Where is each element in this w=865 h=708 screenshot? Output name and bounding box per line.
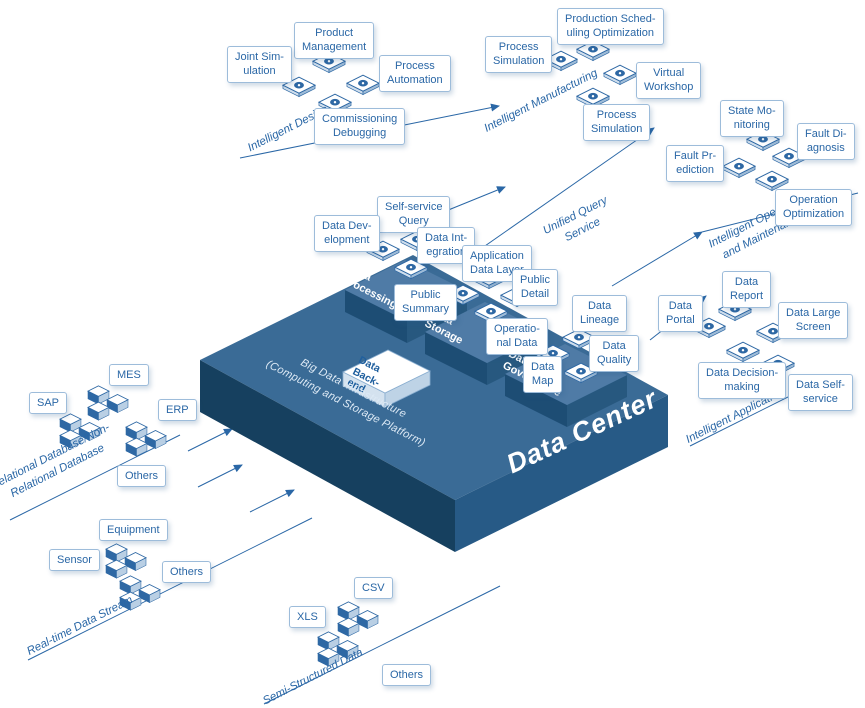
node-data-map: Data Map	[523, 356, 563, 393]
node-public-summary: Public Summary	[394, 284, 458, 321]
node-production-scheduling: Production Sched- uling Optimization	[557, 8, 664, 45]
node-equipment: Equipment	[99, 519, 168, 542]
node-self-service-query: Self-service Query	[377, 196, 451, 233]
node-operational-data: Operatio- nal Data	[486, 318, 548, 355]
node-operation-optimization: Operation Optimization	[775, 189, 853, 226]
node-public-detail: Public Detail	[512, 269, 558, 306]
equipment-cubes-icon	[105, 543, 147, 579]
node-process-simulation-b: Process Simulation	[583, 104, 651, 141]
operation-optimization-icon	[755, 170, 789, 192]
node-others-database: Others	[117, 465, 167, 488]
node-others-realtime: Others	[162, 561, 212, 584]
node-sensor: Sensor	[49, 549, 100, 572]
node-commissioning-debugging: Commissioning Debugging	[314, 108, 406, 145]
node-data-lineage: Data Lineage	[572, 295, 628, 332]
node-data-portal: Data Portal	[658, 295, 703, 332]
erp-cubes-icon	[125, 421, 167, 457]
fault-prediction-icon	[722, 157, 756, 179]
process-automation-icon	[346, 74, 380, 96]
node-data-self-service: Data Self- service	[788, 374, 853, 411]
mes-cubes-icon	[87, 385, 129, 421]
node-xls: XLS	[289, 606, 326, 629]
node-joint-simulation: Joint Sim- ulation	[227, 46, 292, 83]
csv-cubes-icon	[337, 601, 379, 637]
node-others-semistructured: Others	[382, 664, 432, 687]
node-data-quality: Data Quality	[589, 335, 640, 372]
node-process-simulation-a: Process Simulation	[485, 36, 553, 73]
node-data-large-screen: Data Large Screen	[778, 302, 849, 339]
node-data-development: Data Dev- elopment	[314, 215, 380, 252]
node-fault-prediction: Fault Pr- ediction	[666, 145, 725, 182]
data-decision-making-icon	[726, 341, 760, 363]
backend-slab	[342, 349, 431, 408]
node-erp: ERP	[158, 399, 197, 422]
node-product-management: Product Management	[294, 22, 375, 59]
node-sap: SAP	[29, 392, 68, 415]
virtual-workshop-icon	[603, 64, 637, 86]
node-csv: CSV	[354, 577, 393, 600]
node-data-decision-making: Data Decision- making	[698, 362, 787, 399]
node-mes: MES	[109, 364, 149, 387]
node-state-monitoring: State Mo- nitoring	[720, 100, 784, 137]
node-process-automation: Process Automation	[379, 55, 451, 92]
node-virtual-workshop: Virtual Workshop	[636, 62, 702, 99]
platform-base	[200, 255, 668, 552]
node-data-report: Data Report	[722, 271, 772, 308]
node-fault-diagnosis: Fault Di- agnosis	[797, 123, 855, 160]
